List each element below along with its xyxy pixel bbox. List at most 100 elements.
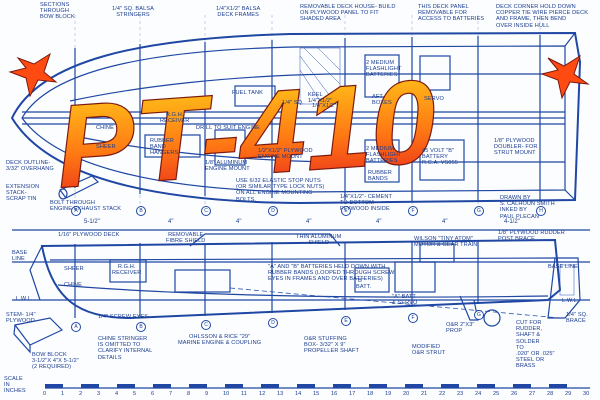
label-aluminum-shield: THIN ALUMINUM SHIELD: [296, 234, 342, 247]
label-quarter-sq: 1/4" SQ.: [282, 100, 304, 106]
label-ab-batteries: "A" AND "B" BATTERIES HELD DOWN WITH RUB…: [268, 264, 395, 283]
label-plywood-engine-mount: 1/2"X1/2" PLYWOOD ENGINE MOUNT: [258, 148, 313, 161]
label-45-volt-battery: 45 VOLT "B" BATTERY R.C.A. VS055: [422, 148, 459, 167]
station-marker-g: G: [474, 206, 484, 216]
label-deck-house: REMOVABLE DECK HOUSE- BUILD ON PLYWOOD P…: [300, 4, 396, 23]
label-rubber-band-hangers: RUBBER BAND HANGERS: [150, 138, 179, 157]
scale-tick-label: 26: [511, 391, 518, 397]
label-b-batt: "B" BATT.: [356, 278, 372, 291]
scale-bar: [45, 384, 590, 389]
bow-block-sketch: [13, 317, 64, 354]
label-bolt-through: BOLT THROUGH ENGINE EXHAUST STACK: [50, 200, 122, 213]
label-plywood-deck: 1/16" PLYWOOD DECK: [58, 232, 120, 238]
scale-tick-label: 24: [475, 391, 482, 397]
label-rgh-receiver: R.G.H. RECEIVER: [160, 112, 190, 125]
label-a-batt-servo: "A" BATT & SERVO: [392, 294, 418, 307]
label-sheer-side: SHEER: [64, 266, 84, 272]
dim-4c: 4": [306, 219, 312, 225]
label-rubber-bands-mid: RUBBER BANDS: [368, 170, 392, 183]
scale-tick-label: 11: [241, 391, 247, 397]
scale-tick-label: 5: [133, 391, 137, 397]
label-deck-outline: DECK OUTLINE- 3/32" OVERHANG: [6, 160, 54, 173]
label-keel: KEEL 1/4"X1/2": [308, 92, 333, 105]
label-prop: O&R 2"X3" PROP: [446, 322, 475, 335]
scale-tick-label: 13: [277, 391, 284, 397]
dim-5-half: 5-1/2": [84, 219, 100, 225]
station-marker-e: E: [341, 206, 351, 216]
station-marker-d-side: D: [268, 318, 278, 328]
scale-tick-label: 17: [349, 391, 356, 397]
label-lwl-left: L.W.L.: [16, 296, 33, 302]
station-marker-e-side: E: [341, 316, 351, 326]
label-sheer-top: SHEER: [96, 144, 116, 150]
scale-tick-label: 27: [529, 391, 536, 397]
station-marker-b-side: B: [136, 322, 146, 332]
dim-4d: 4": [376, 219, 382, 225]
label-chine-side: CHINE: [64, 282, 82, 288]
station-marker-a-side: A: [71, 322, 81, 332]
scale-tick-label: 4: [115, 391, 119, 397]
label-fibre-shield: REMOVABLE FIBRE SHIELD: [166, 232, 206, 245]
scale-tick-label: 12: [259, 391, 266, 397]
station-marker-c-side: C: [201, 320, 211, 330]
label-rgh-receiver-side: R.G.H. RECEIVER: [112, 264, 142, 277]
label-rudder-post: 1/8" PLYWOOD RUDDER POST BRACE: [498, 230, 565, 243]
scale-tick-label: 18: [367, 391, 374, 397]
label-ohlsson-rice: OHLSSON & RICE "29" MARINE ENGINE & COUP…: [178, 334, 262, 347]
station-marker-b: B: [136, 206, 146, 216]
label-plywood-doubler: 1/8" PLYWOOD DOUBLER- FOR STRUT MOUNT: [494, 138, 538, 157]
label-sections-bow: SECTIONS THROUGH BOW BLOCK: [40, 2, 75, 21]
station-marker-f-side: F: [408, 313, 418, 323]
label-extension-stack: EXTENSION STACK- SCRAP TIN: [6, 184, 40, 203]
scale-tick-label: 1: [61, 391, 65, 397]
label-screw-eyes: 1/4" SCREW EYES: [98, 314, 149, 320]
label-chine-stringer: CHINE STRINGER IS OMITTED TO CLARIFY INT…: [98, 336, 153, 361]
label-motor-gear: WILSON "TINY ATOM" MOTOR & GEAR TRAIN: [414, 236, 478, 249]
star-right-icon: [540, 54, 590, 100]
label-cut-rudder: CUT FOR RUDDER, SHAFT & SOLDER TO .020" …: [516, 320, 555, 370]
label-chine-top: CHINE: [96, 125, 114, 131]
scale-tick-label: 6: [151, 391, 155, 397]
label-batteries-2med-b: 2 MEDIUM FLASHLIGHT BATTERIES: [366, 146, 402, 165]
label-stem: STEM- 1/4" PLYWOOD: [6, 312, 36, 325]
station-marker-d: D: [268, 206, 278, 216]
label-scale: SCALE IN INCHES: [4, 376, 26, 395]
station-marker-g-side: G: [474, 310, 484, 320]
scale-tick-label: 21: [421, 391, 428, 397]
scale-tick-label: 30: [583, 391, 590, 397]
scale-tick-label: 22: [439, 391, 446, 397]
scale-tick-label: 14: [295, 391, 302, 397]
label-aft-boxes: AFT BOXES: [372, 94, 392, 107]
dim-4b: 4": [236, 219, 242, 225]
label-balsa-deck-frames: 1/4"X1/2" BALSA DECK FRAMES: [216, 6, 261, 19]
scale-tick-label: 0: [43, 391, 47, 397]
scale-tick-label: 9: [205, 391, 209, 397]
label-base-line-left: BASE LINE: [12, 250, 28, 263]
label-lwl-right: L.W.L.: [562, 298, 579, 304]
star-left-icon: [8, 52, 58, 98]
scale-tick-label: 10: [223, 391, 230, 397]
scale-tick-label: 15: [313, 391, 320, 397]
side-view-hull: [12, 229, 590, 327]
scale-tick-label: 19: [385, 391, 392, 397]
label-deck-corner: DECK CORNER HOLD DOWN COPPER TIE WIRE PI…: [496, 4, 589, 29]
scale-tick-label: 25: [493, 391, 500, 397]
label-drawn-by: DRAWN BY S. CALHOUN SMITH INKED BY PAUL …: [500, 195, 555, 220]
title-logo-text: PT-410: [52, 55, 441, 213]
label-cement-bottom: 1/4"X1/2"- CEMENT TO BOTTOM PLYWOOD INSI…: [340, 194, 392, 213]
title-logo: PT-410: [51, 55, 441, 214]
station-marker-h: H: [536, 206, 546, 216]
label-deck-panel: THIS DECK PANEL REMOVABLE FOR ACCESS TO …: [418, 4, 485, 23]
label-modified-strut: MODIFIED O&R STRUT: [412, 344, 446, 357]
label-base-line-right: BASE LINE: [548, 264, 578, 270]
scale-tick-label: 7: [169, 391, 173, 397]
top-view-hull: [10, 31, 582, 205]
station-marker-c: C: [201, 206, 211, 216]
label-stuffing-box: O&R STUFFING BOX- 3/32" X 9" PROPELLER S…: [304, 336, 359, 355]
station-marker-f: F: [408, 206, 418, 216]
scale-tick-label: 23: [457, 391, 464, 397]
label-batteries-2med-a: 2 MEDIUM FLASHLIGHT BATTERIES: [366, 60, 402, 79]
dim-4-half: 4-1/2": [504, 219, 520, 225]
